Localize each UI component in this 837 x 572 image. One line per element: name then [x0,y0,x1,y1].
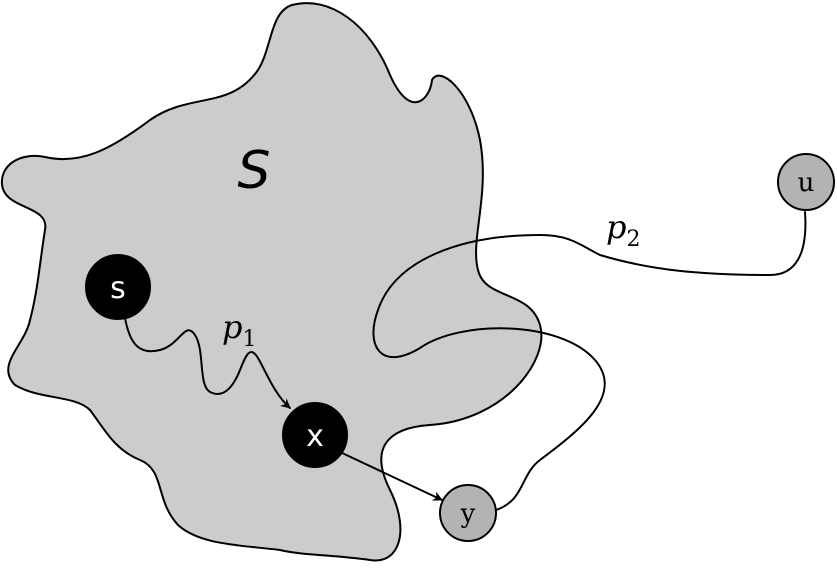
node-y-circle [439,484,497,542]
region-s-blob [0,2,543,562]
node-y: y [439,484,497,542]
node-u-circle [777,153,835,211]
path-p2-label: p2 [606,208,640,252]
node-x-label: x [306,419,324,454]
path-p1-curve [124,317,291,409]
node-u: u [777,153,835,211]
node-s-circle [85,254,151,320]
node-u-label: u [798,168,815,198]
path-p2-curve [372,211,807,511]
node-x-circle [282,402,348,468]
path-p1-label: p1 [222,308,256,352]
edge-x-to-y [339,451,443,501]
node-s-label: s [110,271,126,306]
node-y-label: y [460,499,476,529]
node-x: x [282,402,348,468]
node-s: s [85,254,151,320]
region-s-label: S [237,141,270,201]
